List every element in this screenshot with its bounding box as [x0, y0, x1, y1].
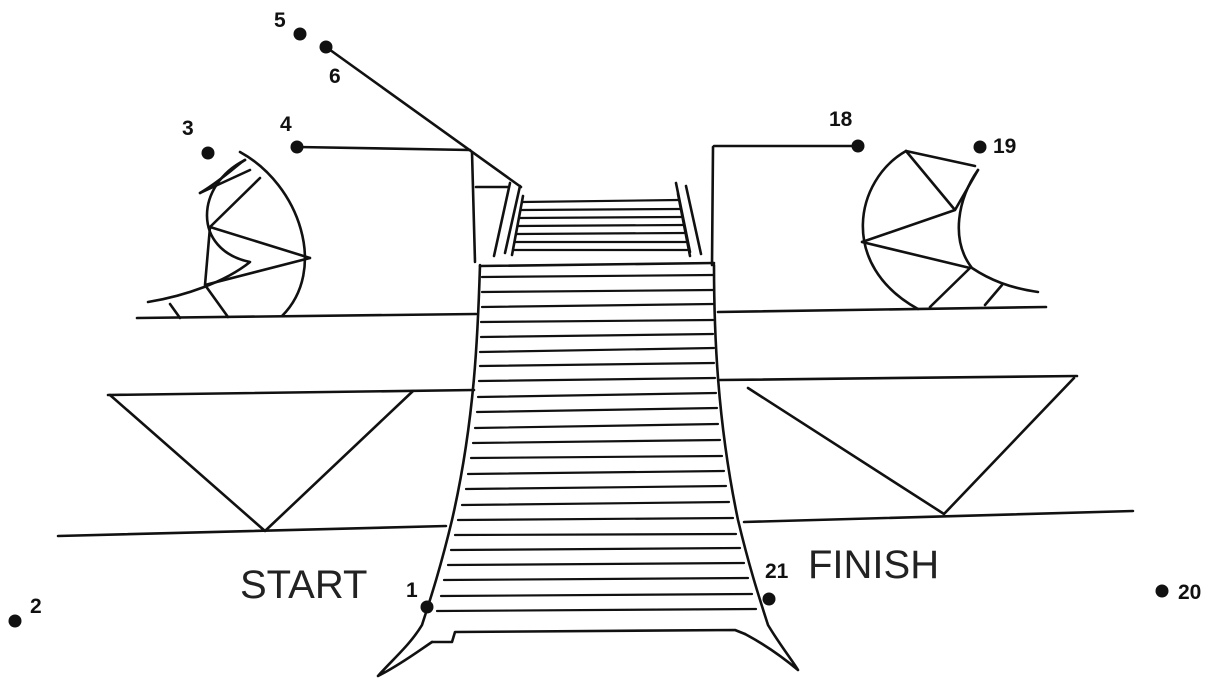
finish-label: FINISH — [808, 543, 939, 587]
dot-18-number: 18 — [829, 108, 853, 131]
dot-5-number: 5 — [274, 9, 286, 32]
dot-21-number: 21 — [765, 560, 789, 583]
dot-19-number: 19 — [993, 135, 1016, 158]
dot-2-number: 2 — [30, 595, 42, 618]
right-crescent-inner — [957, 168, 1040, 294]
start-label: START — [240, 563, 367, 607]
dot-3 — [201, 146, 215, 160]
far-bridge-rungs — [512, 198, 689, 252]
numbered-dots: 1 2 3 4 5 6 18 19 20 21 — [8, 9, 1201, 628]
left-crescent-inner — [146, 158, 252, 304]
right-upper-ground-line — [716, 305, 1048, 314]
main-bridge-left-side — [376, 263, 482, 678]
right-crescent-struts — [860, 149, 1004, 309]
left-crescent-outer — [238, 150, 307, 318]
right-crescent-shape — [860, 149, 1040, 311]
bridge-posts — [296, 45, 860, 267]
line-from-dot-4 — [296, 145, 472, 152]
dot-3-number: 3 — [182, 117, 194, 140]
left-lower-ground-line — [56, 524, 448, 538]
dot-2 — [8, 614, 22, 628]
right-crescent-outer — [861, 149, 920, 311]
far-bridge-left-rail — [492, 181, 522, 258]
dot-18 — [851, 139, 865, 153]
horizon-lines — [56, 305, 1135, 538]
far-bridge — [492, 181, 703, 258]
dot-4 — [290, 140, 304, 154]
dot-19 — [973, 140, 987, 154]
line-from-dot-6 — [324, 45, 523, 189]
dot-5 — [293, 27, 307, 41]
left-valley-triangle — [108, 389, 415, 533]
left-post — [470, 150, 477, 264]
dot-20 — [1155, 584, 1169, 598]
dot-4-number: 4 — [280, 113, 292, 136]
left-crescent-upper-arc — [198, 158, 247, 195]
right-post — [710, 145, 715, 267]
dot-1 — [420, 600, 434, 614]
left-middle-ground-line — [106, 388, 476, 397]
right-valley-triangle — [746, 376, 1076, 516]
dot-1-number: 1 — [406, 579, 418, 602]
main-bridge-bottom-edge — [430, 628, 747, 644]
dot-20-number: 20 — [1178, 581, 1201, 604]
main-bridge-right-side — [712, 263, 800, 672]
left-crescent-struts — [168, 168, 312, 320]
dot-21 — [762, 592, 776, 606]
left-crescent-shape — [146, 150, 312, 320]
dot-6-number: 6 — [329, 65, 341, 88]
right-lower-ground-line — [742, 509, 1135, 524]
dot-6 — [319, 40, 333, 54]
main-bridge-top-edge — [478, 261, 716, 268]
main-bridge — [376, 261, 800, 678]
valley-triangles — [108, 376, 1076, 533]
left-upper-ground-line — [135, 312, 478, 320]
main-bridge-rungs — [435, 273, 758, 613]
right-middle-ground-line — [718, 374, 1079, 382]
